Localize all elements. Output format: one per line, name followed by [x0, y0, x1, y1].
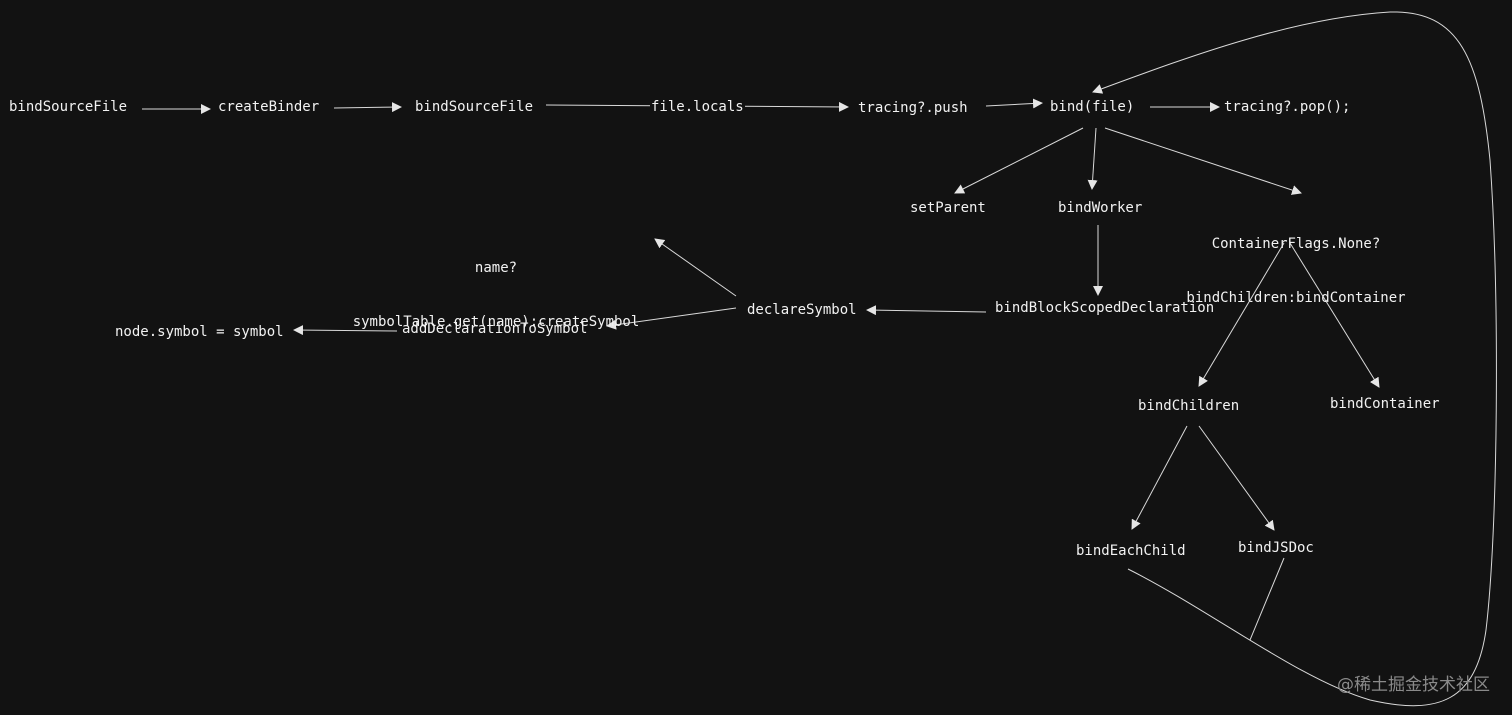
container-flags-line2: bindChildren:bindContainer [1186, 290, 1406, 306]
node-bind-source-file: bindSourceFile [9, 99, 128, 115]
edge-bindfile-bindworker [1087, 127, 1098, 190]
edge-declaresymbol-symbollookup [654, 238, 737, 297]
edge-bindfile-containerflags [1104, 127, 1302, 195]
edge-containerflags-bindcontainer [1289, 242, 1380, 388]
node-bind-source-file-2: bindSourceFile [415, 99, 534, 115]
edge-bindfile-setparent [954, 127, 1084, 194]
node-tracing-pop: tracing?.pop(); [1224, 99, 1351, 115]
node-set-parent: setParent [910, 200, 986, 216]
symbol-lookup-line1: name? [474, 260, 518, 276]
edge-bindchildren-bindeachchild [1131, 425, 1188, 530]
node-bind-jsdoc: bindJSDoc [1238, 540, 1314, 556]
container-flags-line1: ContainerFlags.None? [1211, 236, 1381, 252]
symbol-lookup-line2: symbolTable.get(name):createSymbol [352, 314, 640, 330]
edge-containerflags-bindchildren [1198, 242, 1285, 387]
watermark: @稀土掘金技术社区 [1337, 675, 1490, 695]
node-bind-worker: bindWorker [1058, 200, 1143, 216]
edge-declaresymbol-adddeclaration [606, 307, 737, 330]
edge-adddeclaration-nodesymbol [293, 325, 398, 336]
node-container-flags: ContainerFlags.None? bindChildren:bindCo… [1180, 199, 1412, 343]
node-declare-symbol: declareSymbol [747, 302, 857, 318]
edge-createbinder-bindsourcefile [333, 102, 402, 113]
node-add-declaration-to-symbol: addDeclarationToSymbol [402, 321, 588, 337]
node-bind-file: bind(file) [1050, 99, 1135, 115]
node-tracing-push: tracing?.push [858, 100, 968, 116]
edge-bindjsdoc-loop [1249, 557, 1285, 641]
node-node-symbol: node.symbol = symbol [115, 324, 284, 340]
node-bind-block-scoped-declaration: bindBlockScopedDeclaration [995, 300, 1215, 316]
node-symbol-lookup: name? symbolTable.get(name):createSymbol [349, 223, 643, 367]
node-bind-children: bindChildren [1138, 398, 1240, 414]
node-file-locals: file.locals [650, 98, 745, 116]
node-bind-container: bindContainer [1330, 396, 1440, 412]
edge-bindblockscoped-declaresymbol [866, 305, 987, 316]
node-create-binder: createBinder [218, 99, 320, 115]
edge-tracingpush-bindfile [985, 98, 1043, 109]
edge-recursion-loop [1092, 11, 1497, 707]
edge-bindchildren-bindjsdoc [1198, 425, 1275, 531]
node-bind-each-child: bindEachChild [1076, 543, 1186, 559]
